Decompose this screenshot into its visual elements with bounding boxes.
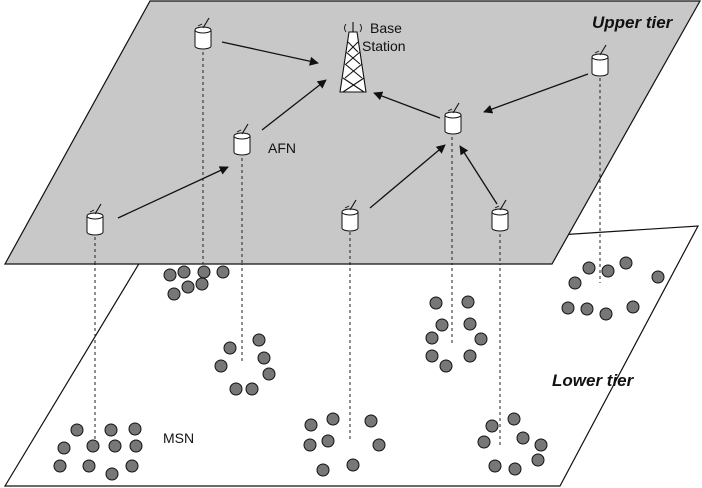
- msn-sensor-node: [214, 359, 228, 373]
- msn-sensor-node: [599, 307, 613, 321]
- msn-sensor-node: [195, 277, 209, 291]
- msn-sensor-node: [439, 359, 453, 373]
- msn-sensor-node: [429, 296, 443, 310]
- msn-sensor-node: [82, 459, 96, 473]
- msn-sensor-node: [463, 349, 477, 363]
- upper-tier-plane: [3, 0, 702, 265]
- msn-sensor-node: [129, 439, 143, 453]
- vertical-links-lower: [94, 240, 601, 448]
- msn-sensor-node: [181, 280, 195, 294]
- msn-sensor-node: [561, 301, 575, 315]
- msn-cluster: [53, 422, 143, 481]
- msn-sensor-node: [425, 331, 439, 345]
- msn-sensor-node: [507, 412, 521, 426]
- msn-sensor-node: [70, 423, 84, 437]
- msn-sensor-node: [582, 261, 596, 275]
- link-afn-bottom-right-to-afn-center-right: [459, 145, 498, 205]
- lower-tier-label: Lower tier: [552, 371, 635, 390]
- msn-sensor-node: [531, 453, 545, 467]
- msn-sensor-node: [346, 458, 360, 472]
- msn-sensor-node: [463, 317, 477, 331]
- msn-sensor-node: [477, 435, 491, 449]
- link-afn-right-to-afn-center-right: [483, 73, 589, 114]
- afn-left-icon: [86, 203, 104, 236]
- msn-sensor-node: [619, 256, 633, 270]
- msn-sensor-clusters: [53, 256, 665, 481]
- link-afn-center-right-to-base-station: [373, 91, 441, 119]
- msn-sensor-node: [262, 367, 276, 381]
- vertical-links-upper: [94, 52, 601, 264]
- msn-sensor-node: [223, 341, 237, 355]
- msn-sensor-node: [197, 265, 211, 279]
- msn-cluster: [477, 412, 548, 476]
- msn-sensor-node: [53, 459, 67, 473]
- msn-sensor-node: [425, 349, 439, 363]
- msn-sensor-node: [163, 268, 177, 282]
- msn-sensor-node: [257, 351, 271, 365]
- afn-center-bottom-icon: [341, 199, 359, 232]
- msn-cluster: [561, 256, 665, 321]
- msn-sensor-node: [372, 438, 386, 452]
- afn-middle-icon: [233, 123, 251, 156]
- link-afn-middle-to-base-station: [261, 79, 327, 131]
- msn-sensor-node: [216, 265, 230, 279]
- msn-sensor-node: [177, 265, 191, 279]
- msn-sensor-node: [321, 434, 335, 448]
- msn-sensor-node: [86, 439, 100, 453]
- msn-sensor-node: [435, 318, 449, 332]
- afn-center-right-icon: [444, 102, 462, 135]
- link-afn-left-to-afn-middle: [117, 166, 229, 219]
- afn-right-icon: [591, 44, 609, 77]
- afn-top-left-icon: [194, 17, 212, 50]
- msn-sensor-node: [626, 300, 640, 314]
- link-afn-top-left-to-base-station: [221, 41, 319, 66]
- msn-sensor-node: [303, 438, 317, 452]
- msn-sensor-node: [167, 287, 181, 301]
- afn-nodes: [86, 17, 609, 236]
- communication-links: [117, 41, 589, 219]
- msn-sensor-node: [534, 438, 548, 452]
- msn-cluster: [163, 265, 230, 301]
- msn-sensor-node: [508, 462, 522, 476]
- msn-sensor-node: [461, 295, 475, 309]
- upper-tier-label: Upper tier: [592, 13, 674, 32]
- msn-sensor-node: [105, 467, 119, 481]
- msn-cluster: [303, 412, 386, 477]
- msn-cluster: [214, 333, 276, 396]
- afn-bottom-right-icon: [491, 199, 509, 232]
- base-station-label-line2: Station: [362, 38, 406, 54]
- msn-sensor-node: [516, 431, 530, 445]
- afn-label: AFN: [268, 140, 296, 156]
- msn-sensor-node: [104, 423, 118, 437]
- msn-sensor-node: [651, 270, 665, 284]
- msn-sensor-node: [488, 459, 502, 473]
- base-station-tower-icon: [339, 22, 367, 93]
- msn-sensor-node: [57, 441, 71, 455]
- msn-sensor-node: [326, 412, 340, 426]
- msn-sensor-node: [252, 333, 266, 347]
- base-station-label-line1: Base: [370, 20, 402, 36]
- msn-sensor-node: [601, 264, 615, 278]
- link-afn-center-bottom-to-afn-center-right: [369, 144, 446, 209]
- msn-sensor-node: [108, 439, 122, 453]
- msn-label: MSN: [163, 430, 194, 446]
- msn-sensor-node: [568, 276, 582, 290]
- msn-sensor-node: [125, 459, 139, 473]
- msn-sensor-node: [304, 418, 318, 432]
- msn-sensor-node: [128, 422, 142, 436]
- msn-sensor-node: [245, 382, 259, 396]
- msn-cluster: [425, 295, 488, 373]
- msn-sensor-node: [364, 414, 378, 428]
- msn-sensor-node: [474, 332, 488, 346]
- msn-sensor-node: [316, 463, 330, 477]
- msn-sensor-node: [580, 302, 594, 316]
- msn-sensor-node: [485, 419, 499, 433]
- msn-sensor-node: [229, 382, 243, 396]
